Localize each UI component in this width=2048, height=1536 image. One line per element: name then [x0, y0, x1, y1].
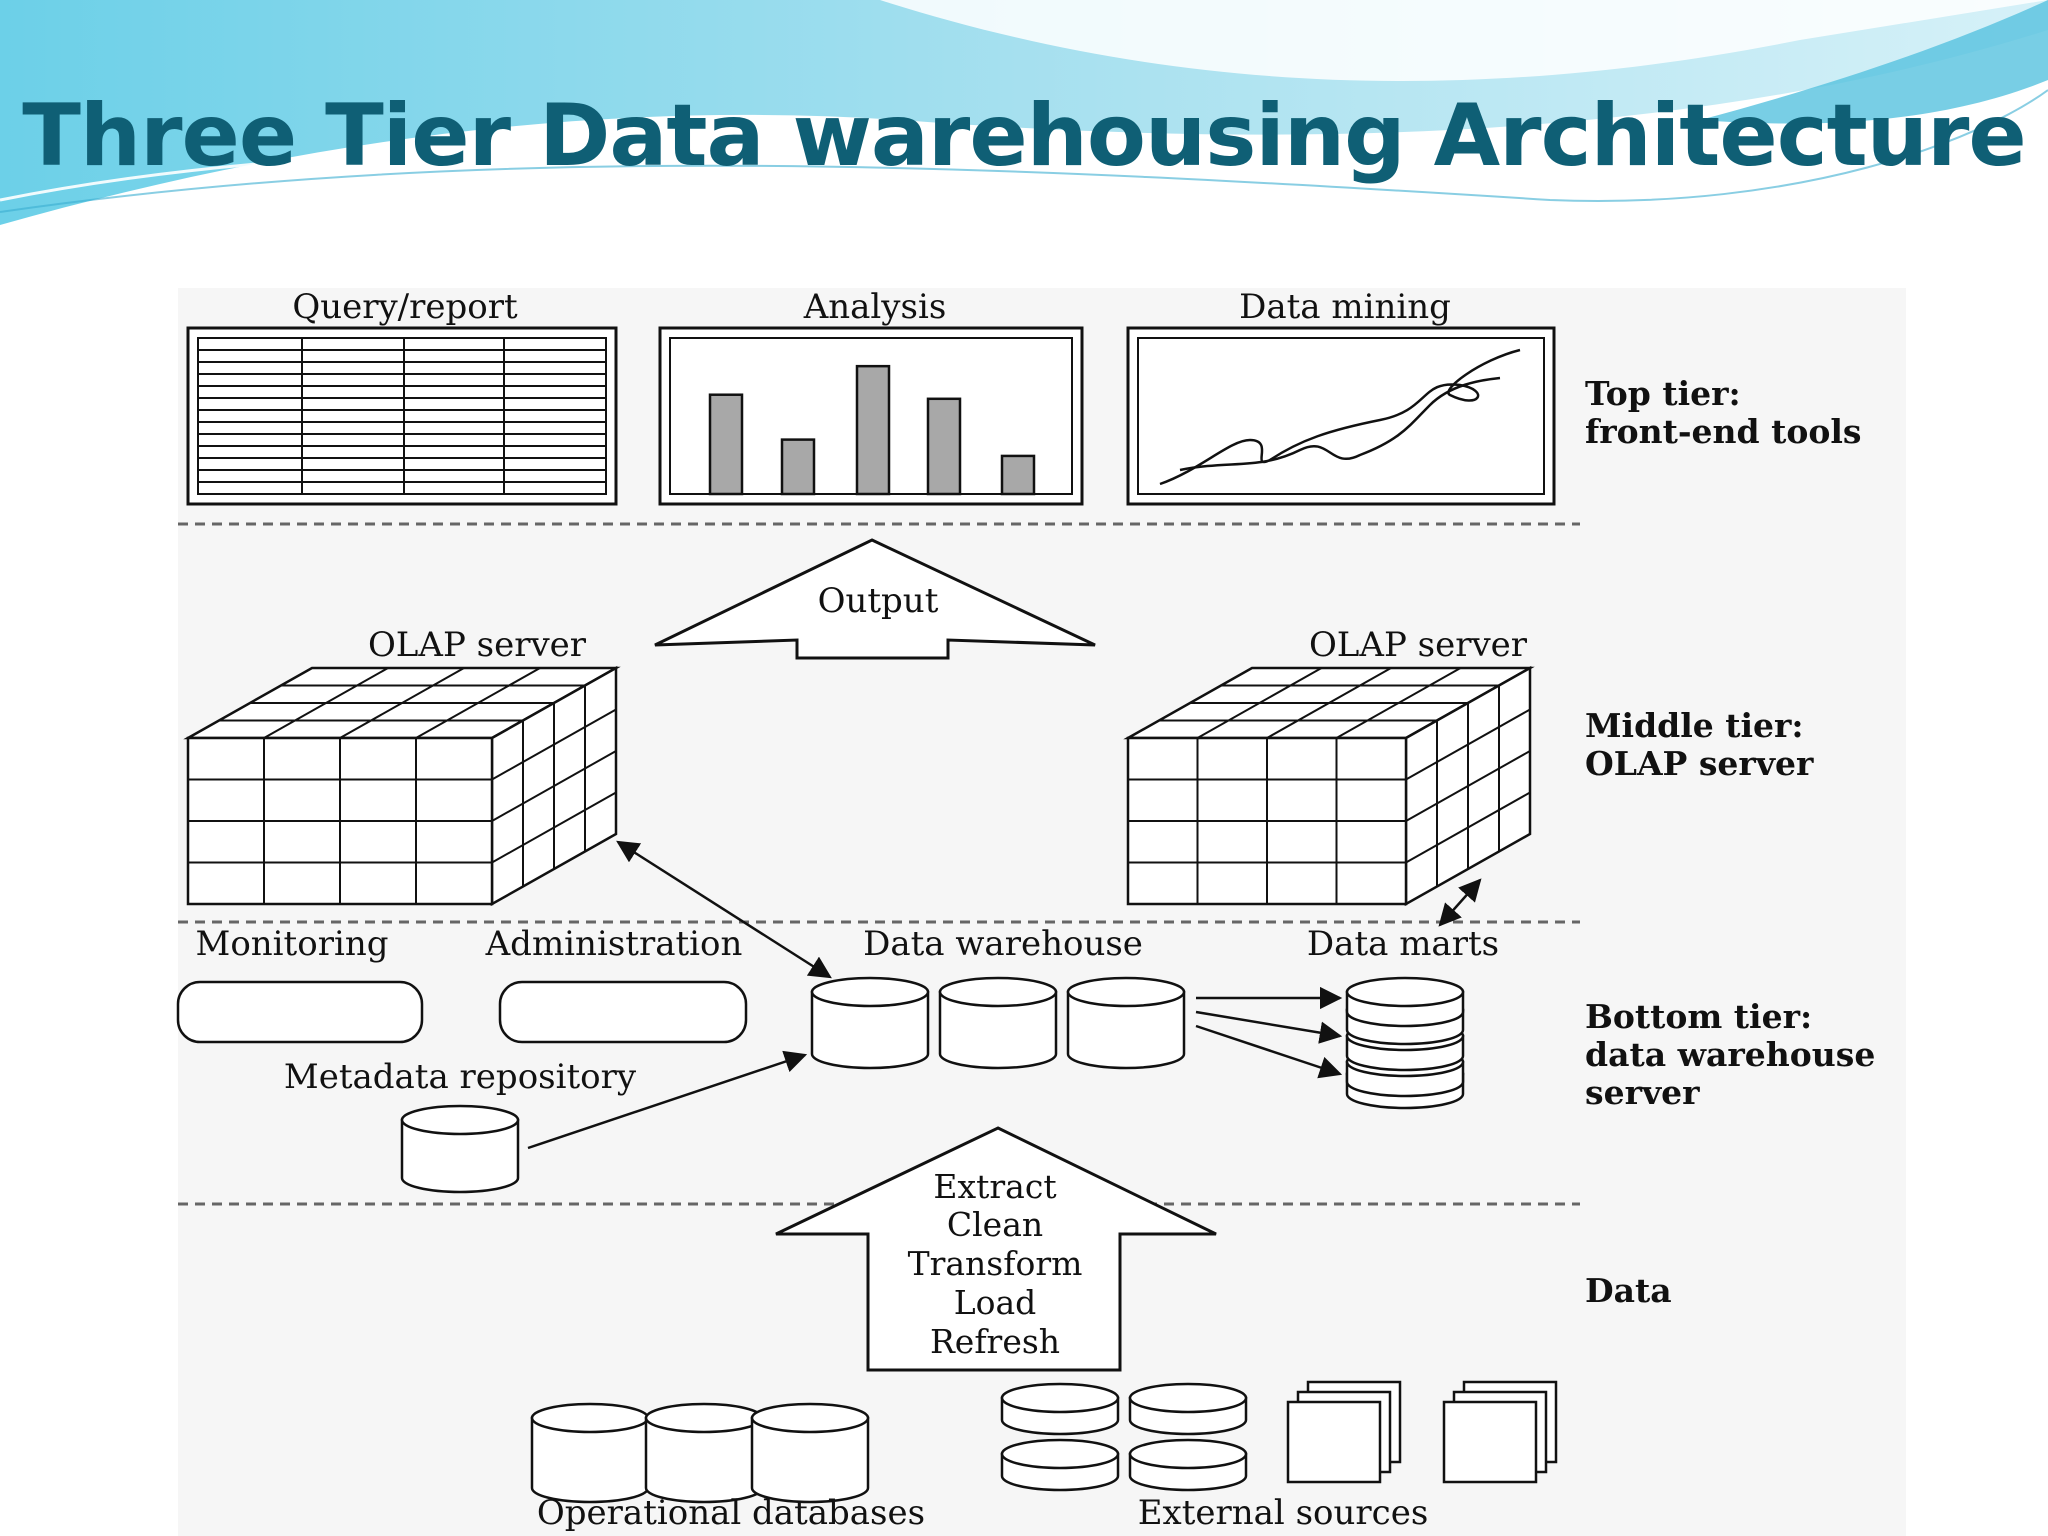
- document-stack-icon: [1286, 1380, 1402, 1484]
- query-report-label: Query/report: [292, 287, 518, 327]
- header-swoosh-white: [880, 0, 2048, 81]
- metadata-repository-label: Metadata repository: [284, 1057, 637, 1097]
- header-swoosh-line: [0, 58, 2048, 202]
- arrow-warehouse-mart-2: [1195, 1010, 1343, 1044]
- data-mining-icon: [1126, 326, 1556, 506]
- data-marts-label: Data marts: [1307, 924, 1499, 964]
- operational-db-cylinder: [644, 1402, 764, 1504]
- document-sheet: [1442, 1400, 1538, 1484]
- document-stack-icon: [1442, 1380, 1558, 1484]
- monitoring-box: [176, 980, 424, 1044]
- tier-bottom-line3: server: [1585, 1073, 1700, 1112]
- metadata-cylinder: [400, 1104, 520, 1194]
- external-documents-icons: [1286, 1380, 1558, 1484]
- external-db-cylinder: [1128, 1382, 1248, 1436]
- cylinder-top: [1128, 1438, 1248, 1470]
- external-db-cylinder: [1000, 1438, 1120, 1492]
- olap-cube-left: [183, 665, 621, 907]
- cylinder-top: [750, 1402, 870, 1434]
- cylinder-top: [644, 1402, 764, 1434]
- cylinder-top: [810, 976, 930, 1008]
- arrow-warehouse-mart-3: [1195, 1024, 1343, 1079]
- data-mining-label: Data mining: [1239, 287, 1451, 327]
- external-databases-icons: [1000, 1382, 1248, 1492]
- data-warehouse-label: Data warehouse: [863, 924, 1143, 964]
- analysis-icon: [658, 326, 1084, 506]
- document-sheet: [1286, 1400, 1382, 1484]
- warehouse-cylinder: [938, 976, 1058, 1070]
- cylinder-top: [1128, 1382, 1248, 1414]
- header-swoosh-right: [1700, 0, 2048, 124]
- olap-right-label: OLAP server: [1309, 625, 1528, 665]
- arrow-metadata-warehouse: [527, 1050, 808, 1150]
- olap-left-label: OLAP server: [368, 625, 587, 665]
- operational-databases-label: Operational databases: [537, 1493, 925, 1533]
- cylinder-body: [750, 1416, 870, 1504]
- tier-top-line2: front-end tools: [1585, 412, 1861, 451]
- tier-bottom-line1: Bottom tier:: [1585, 997, 1812, 1036]
- tier-middle-line1: Middle tier:: [1585, 706, 1804, 745]
- data-mining-curve-2: [1179, 376, 1501, 472]
- cylinder-top: [1000, 1438, 1120, 1470]
- administration-label: Administration: [485, 924, 743, 964]
- olap-cube-right: [1123, 665, 1535, 907]
- cylinder-top: [400, 1104, 520, 1136]
- external-db-cylinder: [1128, 1438, 1248, 1492]
- slide-title: Three Tier Data warehousing Architecture: [22, 86, 2027, 186]
- query-report-icon: [186, 326, 618, 506]
- operational-db-cylinder: [530, 1402, 650, 1504]
- tier-bottom-line2: data warehouse: [1585, 1035, 1875, 1074]
- data-marts-storage: [1345, 976, 1465, 1110]
- etl-step-extract: Extract: [933, 1167, 1056, 1206]
- cylinder-body: [1066, 990, 1186, 1070]
- operational-db-cylinder: [750, 1402, 870, 1504]
- tier-top-line1: Top tier:: [1585, 374, 1741, 413]
- cylinder-top: [530, 1402, 650, 1434]
- etl-arrow: [775, 1126, 1217, 1372]
- cylinder-body: [400, 1118, 520, 1194]
- analysis-bar: [1000, 454, 1036, 496]
- administration-box: [498, 980, 748, 1044]
- external-sources-label: External sources: [1138, 1493, 1429, 1533]
- data-warehouse-storage: [810, 976, 1186, 1070]
- warehouse-cylinder: [1066, 976, 1186, 1070]
- etl-step-refresh: Refresh: [930, 1322, 1060, 1361]
- tier-data: Data: [1585, 1271, 1672, 1310]
- etl-step-clean: Clean: [947, 1205, 1043, 1244]
- operational-databases-icons: [530, 1402, 870, 1504]
- monitoring-label: Monitoring: [196, 924, 389, 964]
- metadata-repository-storage: [400, 1104, 520, 1194]
- arrow-olap-marts: [1438, 878, 1482, 927]
- mart-cylinder: [1345, 976, 1465, 1028]
- arrow-olap-warehouse: [616, 840, 832, 979]
- tier-middle-line2: OLAP server: [1585, 744, 1814, 783]
- cylinder-top: [1066, 976, 1186, 1008]
- cylinder-body: [938, 990, 1058, 1070]
- etl-step-load: Load: [954, 1283, 1037, 1322]
- analysis-bar: [926, 397, 962, 496]
- cylinder-top: [1000, 1382, 1120, 1414]
- output-arrow: [654, 538, 1096, 660]
- analysis-bar: [855, 364, 891, 496]
- analysis-label: Analysis: [803, 287, 947, 327]
- cylinder-top: [1345, 976, 1465, 1008]
- analysis-bar: [780, 438, 816, 496]
- etl-step-transform: Transform: [908, 1244, 1083, 1283]
- output-label: Output: [818, 581, 939, 621]
- data-mining-curve: [1159, 348, 1521, 486]
- cylinder-top: [938, 976, 1058, 1008]
- cylinder-body: [810, 990, 930, 1070]
- cylinder-body: [530, 1416, 650, 1504]
- analysis-bar: [708, 393, 744, 496]
- external-db-cylinder: [1000, 1382, 1120, 1436]
- header-swoosh-line-2: [0, 89, 2048, 213]
- warehouse-cylinder: [810, 976, 930, 1070]
